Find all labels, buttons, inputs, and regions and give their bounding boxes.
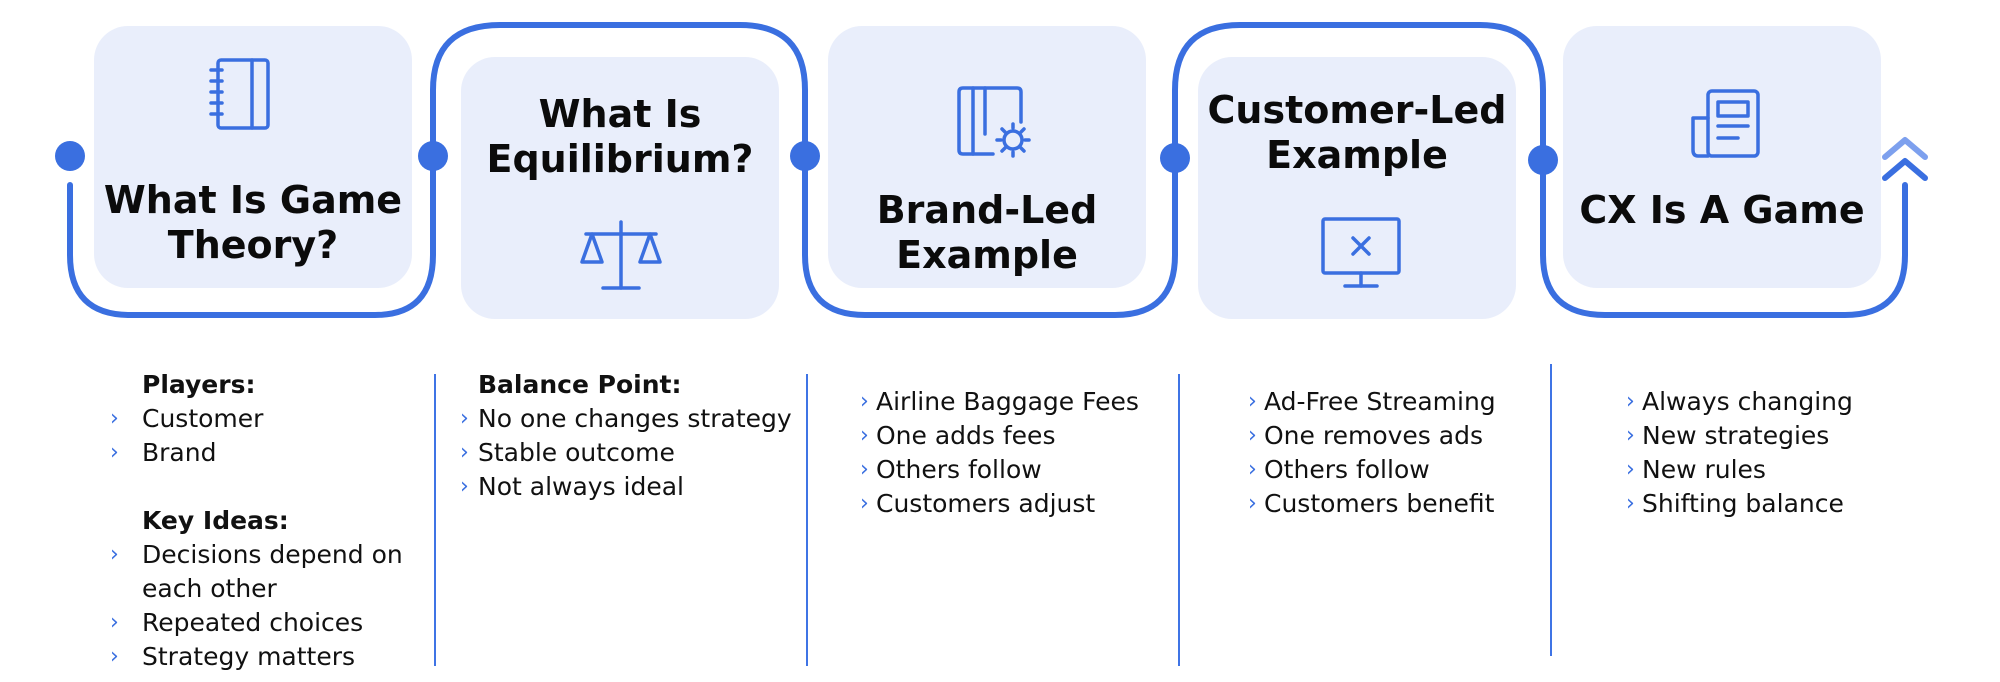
connector-path: [67, 22, 1908, 318]
step-card-4: [1198, 57, 1516, 319]
newspaper-icon: [1691, 89, 1760, 158]
chevron-right-icon: ›: [460, 474, 469, 499]
scale-icon: [580, 220, 662, 290]
list-item: ›No one changes strategy: [460, 402, 800, 436]
chevron-right-icon: ›: [1248, 423, 1257, 448]
list-item: ›Strategy matters: [110, 640, 430, 674]
connector-dot: [790, 141, 820, 171]
list-item: ›One adds fees: [860, 419, 1170, 453]
chevron-right-icon: ›: [1626, 423, 1635, 448]
list-item: ›Not always ideal: [460, 470, 800, 504]
list-item: ›New rules: [1626, 453, 1926, 487]
detail-column-5: ›Always changing ›New strategies ›New ru…: [1626, 385, 1926, 521]
list-item: ›Customer: [110, 402, 430, 436]
chevron-right-icon: ›: [860, 389, 869, 414]
chevron-right-icon: ›: [1626, 389, 1635, 414]
chevron-right-icon: ›: [110, 406, 119, 431]
list-item: ›Others follow: [1248, 453, 1548, 487]
chevron-right-icon: ›: [1248, 491, 1257, 516]
chevron-right-icon: ›: [1248, 457, 1257, 482]
chevron-right-icon: ›: [110, 542, 119, 567]
connector-dot: [1528, 145, 1558, 175]
chevron-right-icon: ›: [860, 423, 869, 448]
detail-column-4: ›Ad-Free Streaming ›One removes ads ›Oth…: [1248, 385, 1548, 521]
connector-dot: [418, 141, 448, 171]
detail-column-2: Balance Point: ›No one changes strategy …: [460, 368, 800, 504]
list-item: ›One removes ads: [1248, 419, 1548, 453]
chevron-right-icon: ›: [1248, 389, 1257, 414]
step-title-5: CX Is A Game: [1579, 188, 1865, 232]
list-item: ›New strategies: [1626, 419, 1926, 453]
browser-settings-icon: [957, 86, 1031, 158]
connector-dot: [55, 141, 85, 171]
chevron-right-icon: ›: [110, 610, 119, 635]
chevron-right-icon: ›: [1626, 491, 1635, 516]
double-chevron-up-icon: [1882, 137, 1928, 181]
chevron-right-icon: ›: [110, 644, 119, 669]
list-item: ›Always changing: [1626, 385, 1926, 419]
group-heading: Players:: [142, 370, 256, 399]
step-card-3: [828, 26, 1146, 288]
monitor-close-icon: [1321, 217, 1401, 288]
chevron-right-icon: ›: [1626, 457, 1635, 482]
notebook-icon: [209, 58, 270, 130]
list-item: ›Customers benefit: [1248, 487, 1548, 521]
detail-column-3: ›Airline Baggage Fees ›One adds fees ›Ot…: [860, 385, 1170, 521]
column-divider: [1550, 364, 1552, 656]
chevron-right-icon: ›: [110, 440, 119, 465]
list-item: ›Ad-Free Streaming: [1248, 385, 1548, 419]
column-divider: [434, 374, 436, 666]
list-item: ›Shifting balance: [1626, 487, 1926, 521]
list-item: ›Others follow: [860, 453, 1170, 487]
list-item: ›Stable outcome: [460, 436, 800, 470]
chevron-right-icon: ›: [460, 440, 469, 465]
detail-column-1: Players: ›Customer ›Brand Key Ideas: ›De…: [110, 368, 430, 674]
column-divider: [806, 374, 808, 666]
group-heading: Balance Point:: [478, 370, 682, 399]
list-item: ›Repeated choices: [110, 606, 430, 640]
list-item: ›Customers adjust: [860, 487, 1170, 521]
chevron-right-icon: ›: [860, 491, 869, 516]
chevron-right-icon: ›: [460, 406, 469, 431]
connector-dot: [1160, 143, 1190, 173]
chevron-right-icon: ›: [860, 457, 869, 482]
list-item: ›Brand: [110, 436, 430, 470]
group-heading: Key Ideas:: [142, 506, 289, 535]
column-divider: [1178, 374, 1180, 666]
list-item: ›Airline Baggage Fees: [860, 385, 1170, 419]
